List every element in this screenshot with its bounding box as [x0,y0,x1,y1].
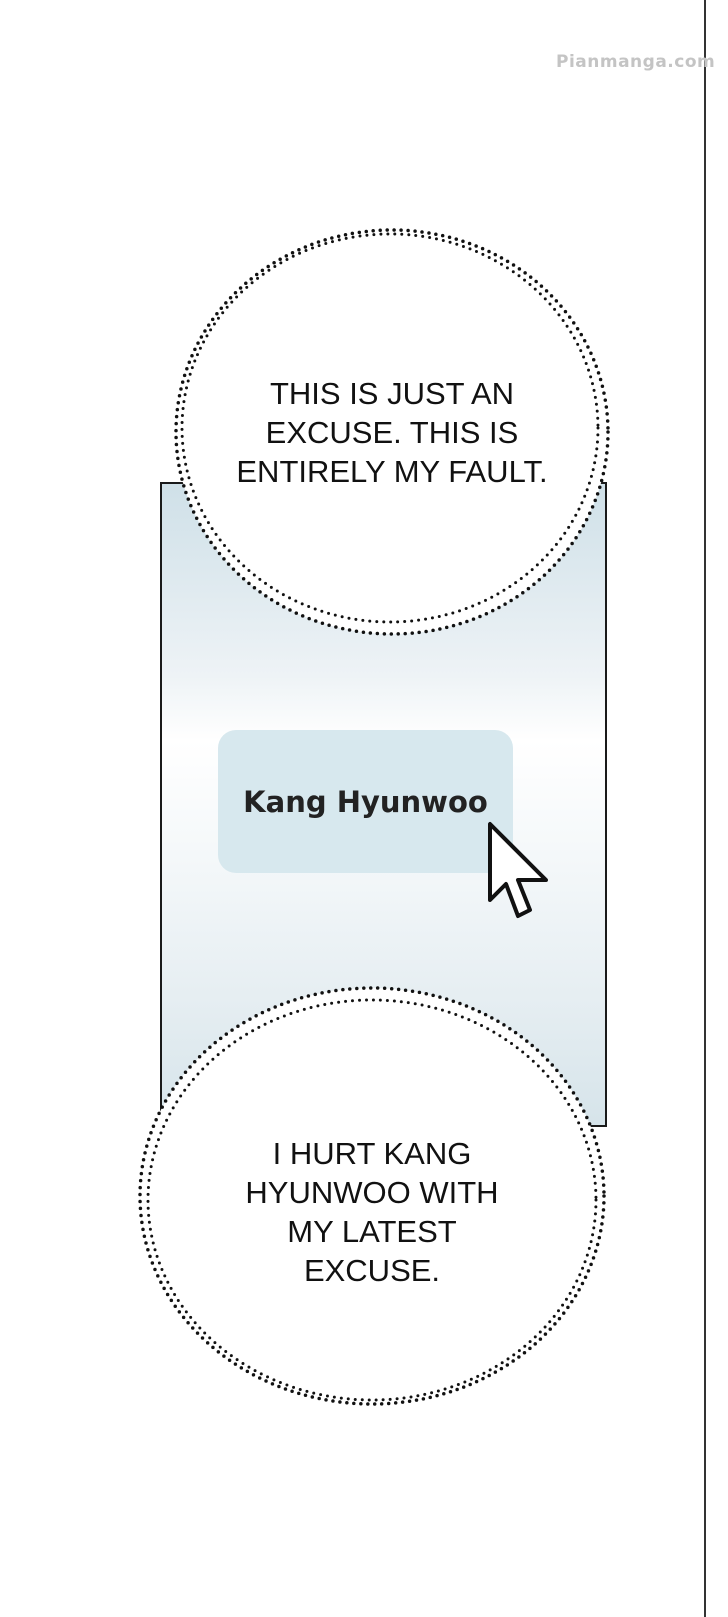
bubble-bottom-shape [138,986,606,1406]
bubble-bottom-text: I HURT KANG HYUNWOO WITH MY LATEST EXCUS… [245,1136,499,1288]
bubble-top-shape [174,228,610,636]
kang-hyunwoo-button[interactable]: Kang Hyunwoo [218,730,513,873]
mouse-cursor-icon [488,822,548,918]
watermark: Pianmanga.com [556,52,716,72]
page-edge-line [704,0,706,1617]
bubble-top-text: THIS IS JUST AN EXCUSE. THIS IS ENTIRELY… [236,376,548,489]
